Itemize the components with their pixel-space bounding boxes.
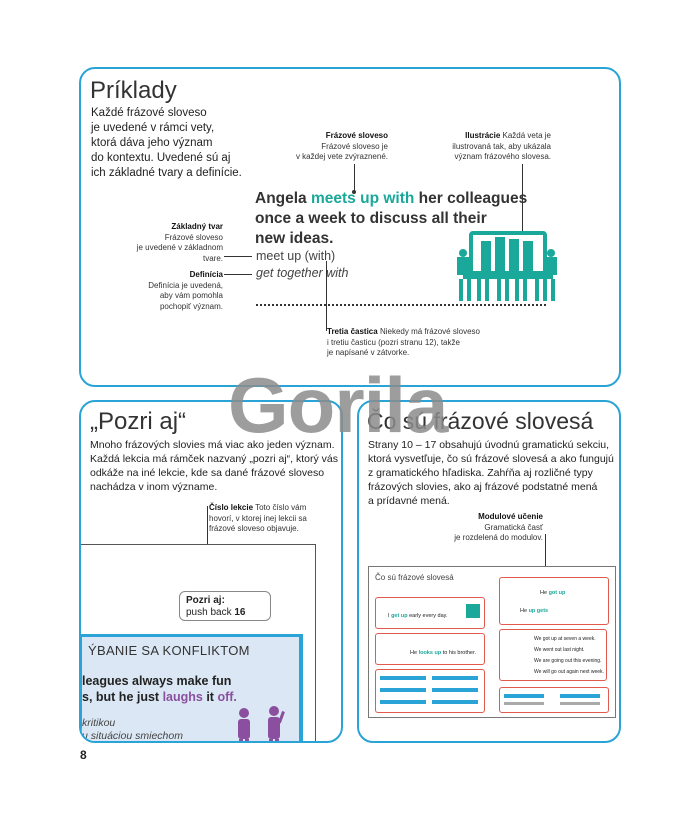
pointer-line bbox=[354, 164, 355, 192]
pointer-line bbox=[224, 274, 252, 275]
annotation-frazove-sloveso: Frázové sloveso Frázové sloveso je v kaž… bbox=[295, 131, 388, 161]
annotation-cislo-lekcie: Číslo lekcie Toto číslo vám hovorí, v kt… bbox=[209, 503, 307, 533]
priklady-title: Príklady bbox=[90, 77, 177, 104]
lesson-sentence: leagues always make fun s, but he just l… bbox=[82, 674, 237, 704]
thumbnail-box bbox=[499, 687, 609, 713]
pointer-line bbox=[545, 534, 546, 574]
annotation-modulove-ucenie: Modulové učenie Gramatická časť je rozde… bbox=[454, 512, 543, 542]
annotation-tretia-castica: Tretia častica Niekedy má frázové sloves… bbox=[327, 327, 480, 357]
page-number: 8 bbox=[80, 748, 87, 762]
annotation-zakladny-tvar: Základný tvar Frázové sloveso je uvedené… bbox=[136, 222, 223, 263]
thumbnail-title: Čo sú frázové slovesá bbox=[375, 573, 454, 582]
priklady-intro: Každé frázové sloveso je uvedené v rámci… bbox=[91, 107, 242, 179]
pointer-line bbox=[224, 256, 252, 257]
thumbnail-box: He looks up to his brother. bbox=[375, 633, 485, 665]
lesson-preview: ÝBANIE SA KONFLIKTOM leagues always make… bbox=[81, 634, 303, 742]
lesson-definition: kritikou u situáciou smiechom bbox=[82, 717, 183, 742]
co-su-intro: Strany 10 – 17 obsahujú úvodnú gramatick… bbox=[368, 439, 614, 507]
base-form: meet up (with) bbox=[256, 249, 336, 263]
thumbnail-box: He got up He up gets bbox=[499, 577, 609, 625]
highlighted-phrasal-verb: meets up with bbox=[310, 190, 415, 207]
example-sentence: Angela meets up with her colleagues once… bbox=[255, 190, 528, 247]
lesson-title: ÝBANIE SA KONFLIKTOM bbox=[88, 643, 250, 658]
thumbnail-box bbox=[375, 669, 485, 713]
people-laughing-illustration bbox=[238, 706, 285, 741]
thumbnail-spread: Čo sú frázové slovesá I get up early eve… bbox=[368, 566, 616, 718]
pozri-aj-title: „Pozri aj“ bbox=[90, 408, 187, 435]
pozri-aj-box: Pozri aj: push back 16 bbox=[179, 591, 271, 621]
watermark: Gorila bbox=[228, 361, 448, 449]
co-su-panel: Čo sú frázové slovesá Strany 10 – 17 obs… bbox=[357, 400, 621, 743]
co-su-title: Čo sú frázové slovesá bbox=[367, 408, 594, 434]
pozri-aj-intro: Mnoho frázových slovies má viac ako jede… bbox=[90, 439, 339, 493]
pointer-line bbox=[326, 261, 327, 331]
thumbnail-box: We got up at seven a week. We went out l… bbox=[499, 629, 607, 681]
pointer-line bbox=[522, 164, 523, 232]
priklady-panel: Príklady Každé frázové sloveso je uveden… bbox=[79, 67, 621, 387]
annotation-definicia: Definícia Definícia je uvedená, aby vám … bbox=[148, 270, 223, 311]
meeting-illustration bbox=[457, 231, 557, 301]
annotation-ilustracie: Ilustrácie Každá veta je ilustrovaná tak… bbox=[452, 131, 551, 161]
definition: get together with bbox=[256, 266, 349, 280]
dotted-divider bbox=[256, 304, 546, 306]
pointer-dot bbox=[352, 190, 356, 194]
pozri-aj-panel: „Pozri aj“ Mnoho frázových slovies má vi… bbox=[79, 400, 343, 743]
thumbnail-box: I get up early every day. bbox=[375, 597, 485, 629]
